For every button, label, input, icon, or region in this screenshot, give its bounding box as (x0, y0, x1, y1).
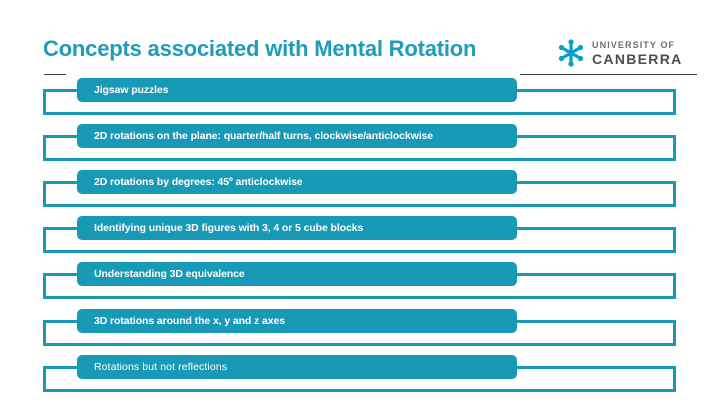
concept-row: 3D rotations around the x, y and z axes (0, 309, 720, 349)
university-of-canberra-logo: UNIVERSITY OF CANBERRA (556, 38, 683, 68)
concept-bar-rotations-not-reflections: Rotations but not reflections (77, 355, 517, 379)
concept-bar-2d-rotations-plane: 2D rotations on the plane: quarter/half … (77, 124, 517, 148)
slide-title: Concepts associated with Mental Rotation (43, 36, 477, 61)
concept-row: Rotations but not reflections (0, 355, 720, 395)
concept-bar-unique-3d-figures: Identifying unique 3D figures with 3, 4 … (77, 216, 517, 240)
logo-line-university-of: UNIVERSITY OF (592, 39, 676, 50)
concept-row: 2D rotations by degrees: 45º anticlockwi… (0, 170, 720, 210)
title-underline-right-segment (520, 74, 697, 75)
logo-wordmark: UNIVERSITY OF CANBERRA (592, 39, 683, 67)
logo-line-canberra: CANBERRA (592, 50, 683, 67)
concept-row: 2D rotations on the plane: quarter/half … (0, 124, 720, 164)
concept-bar-3d-rotations-axes: 3D rotations around the x, y and z axes (77, 309, 517, 333)
title-underline-left-segment (44, 74, 66, 75)
uc-snowflake-icon (558, 39, 584, 67)
concept-row: Identifying unique 3D figures with 3, 4 … (0, 216, 720, 256)
concept-bar-2d-rotations-degrees: 2D rotations by degrees: 45º anticlockwi… (77, 170, 517, 194)
concept-bar-jigsaw-puzzles: Jigsaw puzzles (77, 78, 517, 102)
concept-bar-3d-equivalence: Understanding 3D equivalence (77, 262, 517, 286)
concept-row: Understanding 3D equivalence (0, 262, 720, 302)
concept-row: Jigsaw puzzles (0, 78, 720, 118)
